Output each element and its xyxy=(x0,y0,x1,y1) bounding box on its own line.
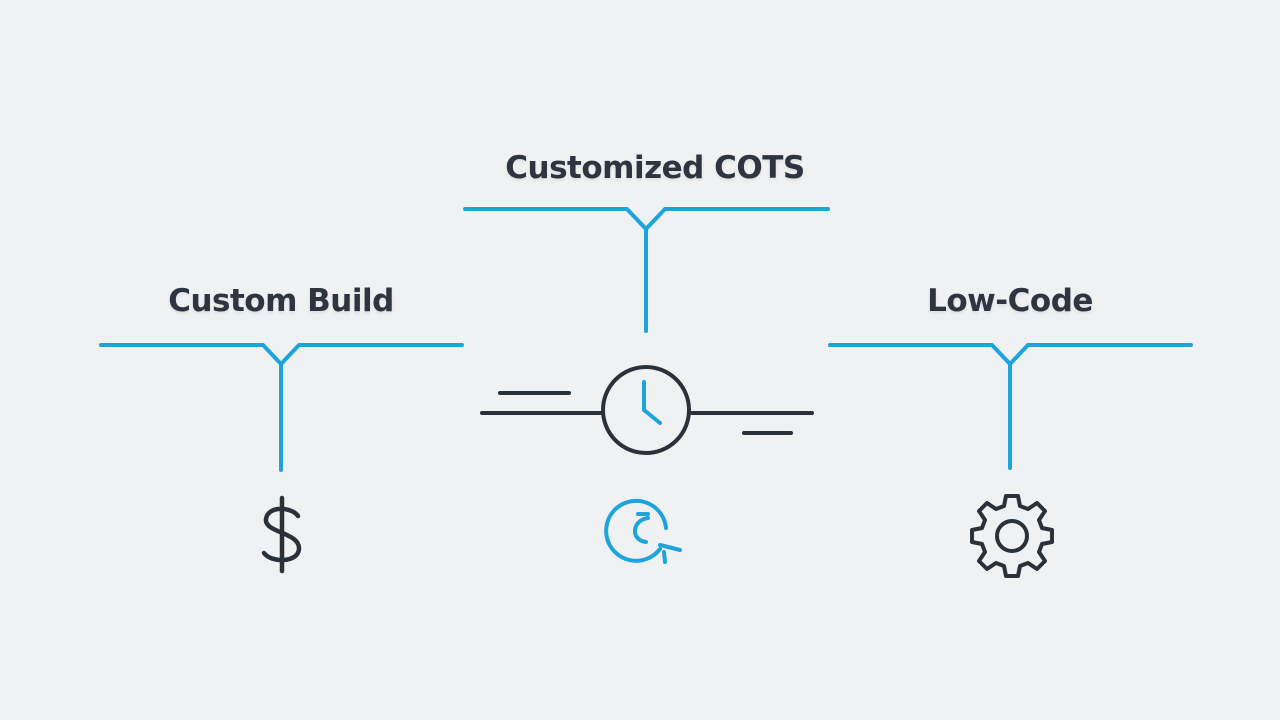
dollar-icon xyxy=(261,495,302,574)
clock-icon xyxy=(601,365,691,455)
label-customized-cots: Customized COTS xyxy=(505,150,805,186)
timeline xyxy=(480,391,814,435)
bracket-custom-build xyxy=(99,343,464,472)
bracket-customized-cots xyxy=(463,207,830,333)
refresh-search-icon xyxy=(604,498,682,564)
label-custom-build: Custom Build xyxy=(168,283,394,319)
label-low-code: Low-Code xyxy=(927,283,1093,319)
gear-icon xyxy=(970,494,1054,578)
bracket-low-code xyxy=(828,343,1193,470)
